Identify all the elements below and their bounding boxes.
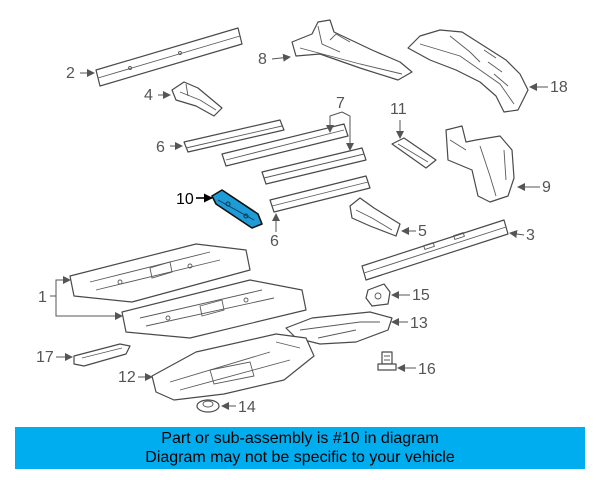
callout-12-label: 12 xyxy=(118,369,136,386)
callout-1: 1 xyxy=(38,276,123,320)
banner-line-1: Part or sub-assembly is #10 in diagram xyxy=(161,430,439,447)
callout-9: 9 xyxy=(517,179,551,196)
callout-11-label: 11 xyxy=(390,101,407,118)
callout-4-label: 4 xyxy=(144,87,153,104)
callout-6-upper: 6 xyxy=(156,139,183,156)
callout-8-label: 8 xyxy=(258,51,267,68)
callout-6-upper-label: 6 xyxy=(156,139,165,156)
callout-1-label: 1 xyxy=(38,289,47,306)
callout-13-label: 13 xyxy=(410,315,428,332)
part-15-clip xyxy=(365,283,391,307)
part-6-lower-rail xyxy=(269,175,371,213)
callout-3-label: 3 xyxy=(526,227,535,244)
callout-16: 16 xyxy=(397,361,436,378)
part-16-bolt xyxy=(377,351,397,371)
callout-10: 10 xyxy=(176,191,213,208)
part-11-plate xyxy=(391,137,437,169)
part-4-bracket xyxy=(171,81,223,117)
callout-13: 13 xyxy=(391,315,428,332)
part-8-crossmember xyxy=(291,19,413,81)
callout-15-label: 15 xyxy=(412,287,430,304)
part-18-rear-assembly xyxy=(407,29,529,113)
part-1-floor-pans xyxy=(69,243,307,339)
callout-17-label: 17 xyxy=(36,349,54,366)
callout-18-label: 18 xyxy=(550,79,568,96)
part-14-grommet xyxy=(196,399,220,413)
callout-18: 18 xyxy=(529,79,568,96)
part-12-under-panel xyxy=(151,333,315,401)
callout-6-lower-label: 6 xyxy=(270,233,279,250)
part-6-upper-rail xyxy=(183,119,285,153)
part-7-floor-rails xyxy=(221,123,367,185)
parts-diagram: 2 8 18 4 7 xyxy=(36,19,568,416)
part-9-bracket xyxy=(445,125,515,203)
callout-3: 3 xyxy=(509,227,535,244)
part-10-highlighted xyxy=(211,189,263,229)
callout-11: 11 xyxy=(390,101,407,139)
callout-17: 17 xyxy=(36,349,73,366)
callout-4: 4 xyxy=(144,87,171,104)
callout-9-label: 9 xyxy=(542,179,551,196)
callout-16-label: 16 xyxy=(418,361,436,378)
callout-8: 8 xyxy=(258,51,291,68)
callout-7: 7 xyxy=(326,95,354,151)
part-3-cross-rail xyxy=(361,219,509,281)
callout-5: 5 xyxy=(401,223,427,240)
banner-line-2: Diagram may not be specific to your vehi… xyxy=(145,449,455,466)
callout-14-label: 14 xyxy=(238,399,256,416)
callout-7-label: 7 xyxy=(336,95,345,112)
callout-15: 15 xyxy=(391,287,430,304)
callout-2-label: 2 xyxy=(66,65,75,82)
callout-5-label: 5 xyxy=(418,223,427,240)
callout-6-lower: 6 xyxy=(270,213,280,250)
callout-14: 14 xyxy=(221,399,256,416)
part-2-rail xyxy=(95,27,243,87)
callout-12: 12 xyxy=(118,369,153,386)
part-17-trim xyxy=(73,343,131,367)
info-banner: Part or sub-assembly is #10 in diagram D… xyxy=(15,427,585,469)
part-5-bracket xyxy=(349,197,401,237)
callout-2: 2 xyxy=(66,65,95,82)
callout-10-label: 10 xyxy=(176,191,194,208)
